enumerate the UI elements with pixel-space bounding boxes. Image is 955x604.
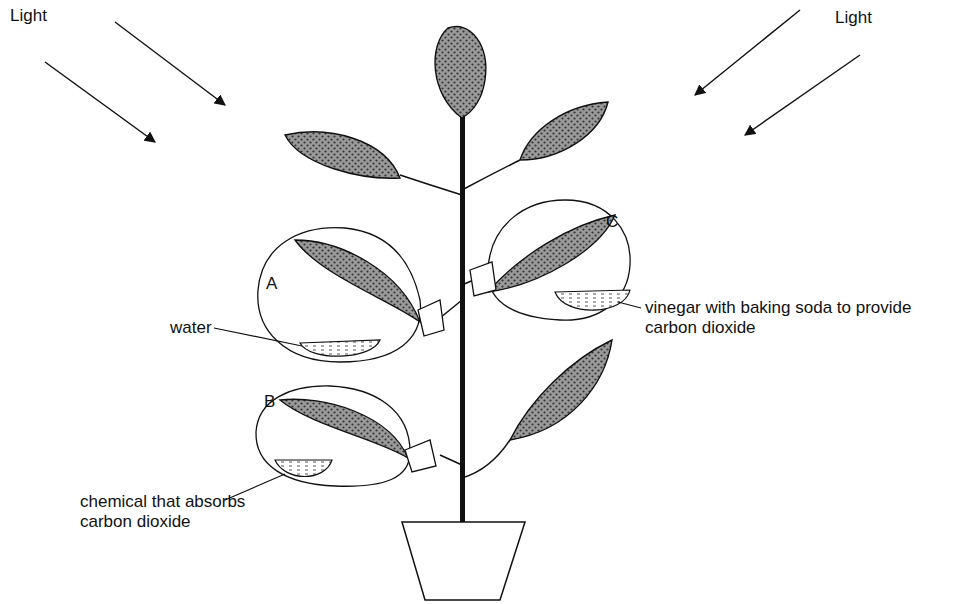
plastic-bag [256, 386, 410, 486]
absorber-liquid [275, 460, 332, 477]
vinegar-label: vinegar with baking soda to provide carb… [645, 298, 945, 337]
bag-tie [405, 440, 436, 472]
absorber-label: chemical that absorbs carbon dioxide [80, 492, 290, 531]
leader-lines [214, 302, 641, 500]
leaf [280, 399, 408, 458]
bag-letter: C [606, 212, 618, 232]
bag-tie [470, 262, 496, 296]
leaf [295, 240, 420, 322]
bag-tie [418, 300, 444, 336]
plastic-bag [488, 200, 630, 320]
light-arrows [45, 10, 860, 142]
water-label: water [170, 318, 212, 338]
leaf [488, 215, 615, 292]
flower-pot [402, 522, 525, 600]
stem [460, 95, 465, 522]
light-label: Light [835, 8, 872, 28]
light-label: Light [10, 6, 47, 26]
vinegar-liquid [555, 290, 630, 310]
water-liquid [300, 340, 380, 356]
bag-letter: A [266, 274, 277, 294]
bag-letter: B [264, 392, 275, 412]
